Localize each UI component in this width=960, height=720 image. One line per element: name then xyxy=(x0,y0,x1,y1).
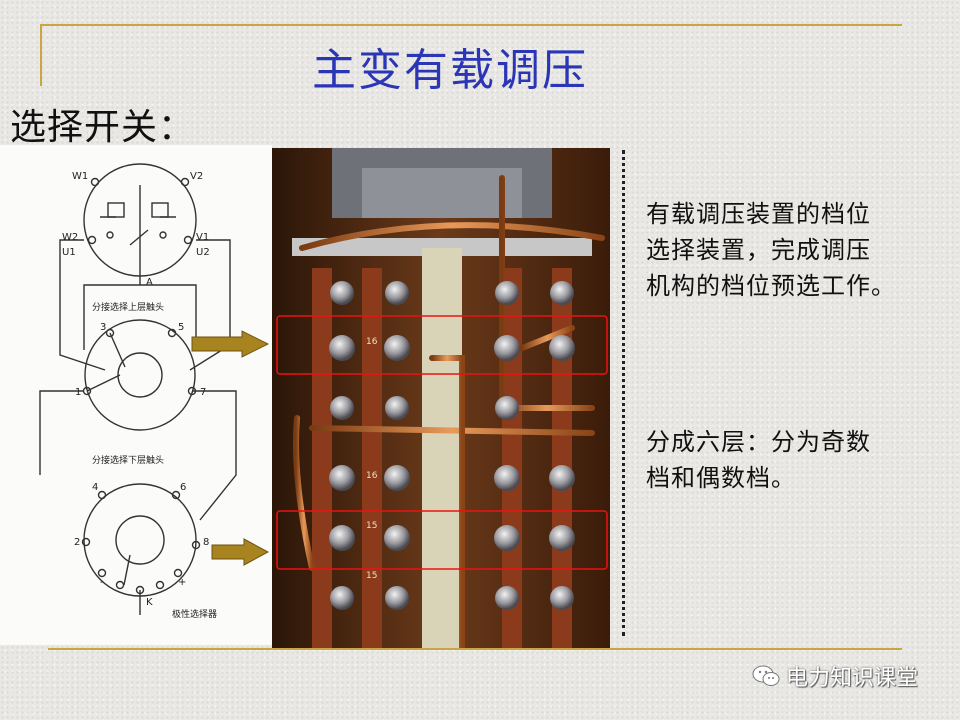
diagram-svg: W1 V2 W2 V1 U1 U2 A 分接选择上层触头 3 5 1 7 分接选… xyxy=(39,163,237,620)
photo-label-16a: 16 xyxy=(366,337,378,347)
para1-line-3: 机构的档位预选工作。 xyxy=(646,272,896,300)
selector-switch-diagram: W1 V2 W2 V1 U1 U2 A 分接选择上层触头 3 5 1 7 分接选… xyxy=(0,145,272,645)
upper-contact-caption: 分接选择上层触头 xyxy=(92,301,164,313)
label-n3: 3 xyxy=(100,322,106,333)
wechat-icon xyxy=(752,665,780,686)
para1-line-2: 选择装置，完成调压 xyxy=(646,236,871,264)
label-u1: U1 xyxy=(62,247,76,258)
description-paragraph-1: 有载调压装置的档位 选择装置，完成调压 机构的档位预选工作。 xyxy=(646,196,896,304)
label-minus: - xyxy=(100,577,104,588)
upper-contact-circle xyxy=(84,319,196,431)
top-accent-line xyxy=(40,24,902,26)
lower-contact-caption: 分接选择下层触头 xyxy=(92,454,164,466)
tap-selector-photo: 16 16 15 15 xyxy=(272,148,610,648)
watermark: 电力知识课堂 xyxy=(752,660,918,692)
label-n8: 8 xyxy=(203,537,209,548)
para2-line-2: 档和偶数档。 xyxy=(646,464,796,492)
photo-svg: 16 16 15 15 xyxy=(272,148,610,648)
photo-label-16b: 16 xyxy=(366,471,378,481)
photo-label-15b: 15 xyxy=(366,571,377,581)
label-n4: 4 xyxy=(92,482,98,493)
label-v1: V1 xyxy=(196,232,209,243)
upper-layer-highlight-box xyxy=(276,315,608,375)
label-plus: + xyxy=(178,577,186,588)
polarity-selector-caption: 极性选择器 xyxy=(172,608,217,620)
upper-pointer-arrow-icon xyxy=(191,330,270,358)
label-w1: W1 xyxy=(72,171,88,182)
label-k: K xyxy=(146,597,153,608)
label-w2: W2 xyxy=(62,232,78,243)
watermark-text: 电力知识课堂 xyxy=(786,666,919,691)
lower-pointer-arrow-icon xyxy=(211,538,270,566)
label-a: A xyxy=(146,277,153,288)
label-n7: 7 xyxy=(200,387,206,398)
label-n5: 5 xyxy=(178,322,184,333)
para1-line-1: 有载调压装置的档位 xyxy=(646,200,871,228)
slide-title: 主变有载调压 xyxy=(312,45,588,96)
label-n1: 1 xyxy=(75,387,81,398)
label-n2: 2 xyxy=(74,537,80,548)
photo-label-15a: 15 xyxy=(366,521,377,531)
vertical-dotted-divider xyxy=(622,150,625,636)
label-v2: V2 xyxy=(190,171,203,182)
label-n6: 6 xyxy=(180,482,186,493)
description-paragraph-2: 分成六层：分为奇数 档和偶数档。 xyxy=(646,424,871,496)
section-subtitle: 选择开关： xyxy=(10,107,196,148)
bottom-accent-line xyxy=(48,648,902,650)
left-accent-line xyxy=(40,24,42,86)
para2-line-1: 分成六层：分为奇数 xyxy=(646,428,871,456)
label-u2: U2 xyxy=(196,247,210,258)
lower-layer-highlight-box xyxy=(276,510,608,570)
